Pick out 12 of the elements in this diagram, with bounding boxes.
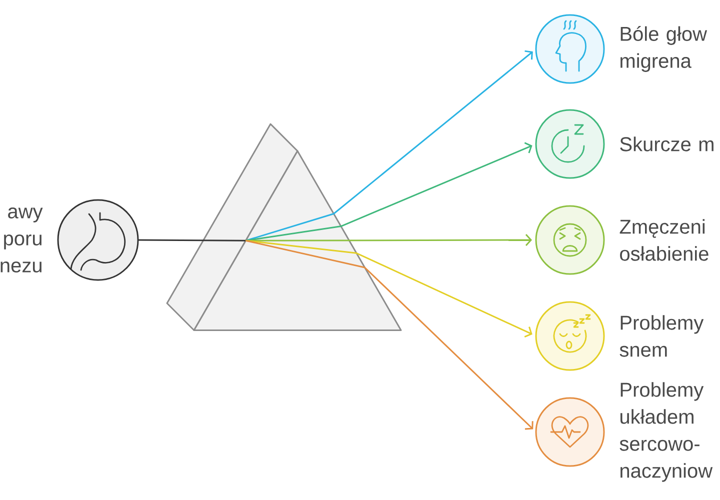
arrow (246, 240, 534, 430)
node-label: Problemy układem sercowo- naczyniow (620, 382, 713, 482)
node-label: Bóle głow migrena (620, 26, 708, 72)
node-label: Problemy snem (620, 315, 704, 357)
connector-line (138, 239, 246, 242)
arrow (246, 50, 533, 242)
node-label: awy poru nezu (0, 208, 43, 272)
arrow (246, 240, 532, 338)
prism (166, 123, 402, 331)
node-label: Skurcze m (620, 136, 714, 152)
arrow (246, 142, 532, 242)
node-label: Zmęczeni osłabienie (620, 219, 708, 261)
